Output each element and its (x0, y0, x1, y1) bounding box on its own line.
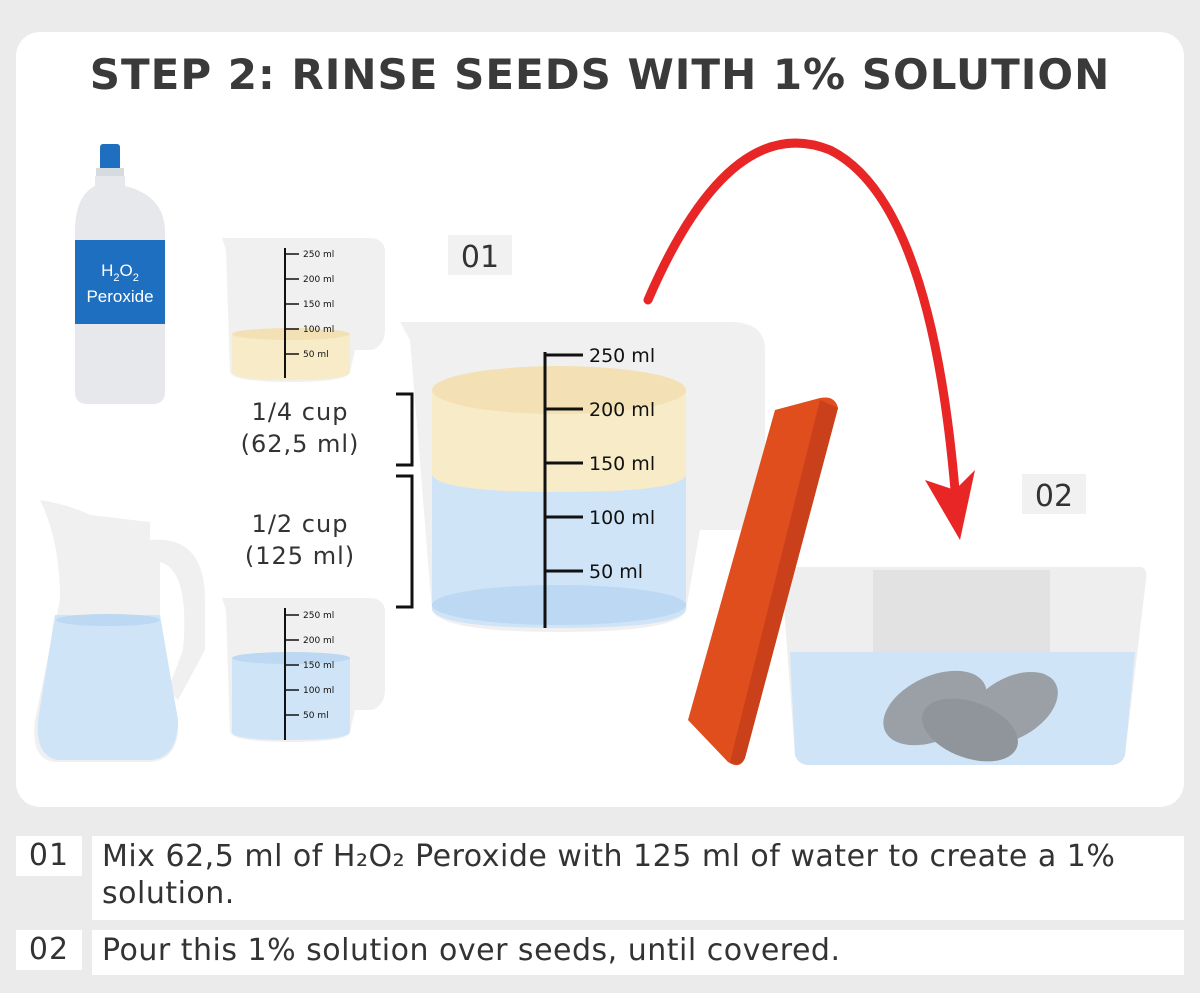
peroxide-bottle: H2O2 Peroxide (75, 144, 165, 404)
marker-01: 01 (448, 235, 512, 275)
water-pitcher (34, 500, 205, 762)
tick-label: 50 ml (303, 350, 329, 360)
tick-label: 100 ml (303, 325, 334, 335)
tick-label: 250 ml (303, 250, 334, 260)
tick-label: 100 ml (303, 686, 334, 696)
bottle-name: Peroxide (86, 287, 153, 306)
step-number: 02 (16, 930, 82, 970)
marker-02: 02 (1022, 474, 1086, 514)
bottle-label (75, 240, 165, 324)
tick-label: 150 ml (589, 453, 655, 475)
seed-container (781, 567, 1146, 773)
quarter-cup-bracket (396, 394, 412, 465)
half-cup-bracket (396, 476, 412, 607)
small-measuring-cup-peroxide: 250 ml 200 ml 150 ml 100 ml 50 ml (222, 238, 385, 382)
tick-label: 150 ml (303, 300, 334, 310)
tick-label: 200 ml (303, 636, 334, 646)
tick-label: 100 ml (589, 507, 655, 529)
step-number: 01 (16, 836, 82, 876)
svg-text:02: 02 (1035, 479, 1073, 514)
half-cup-ml: (125 ml) (245, 542, 355, 570)
tick-label: 150 ml (303, 661, 334, 671)
svg-text:01: 01 (461, 240, 499, 275)
tick-label: 250 ml (303, 611, 334, 621)
tick-label: 200 ml (589, 399, 655, 421)
half-cup-label: 1/2 cup (252, 510, 349, 538)
quarter-cup-ml: (62,5 ml) (241, 430, 360, 458)
step-text: Pour this 1% solution over seeds, until … (92, 930, 1184, 975)
tick-label: 50 ml (589, 561, 643, 583)
step-text: Mix 62,5 ml of H₂O₂ Peroxide with 125 ml… (92, 836, 1184, 920)
large-measuring-cup: 250 ml 200 ml 150 ml 100 ml 50 ml (400, 322, 765, 632)
tick-label: 250 ml (589, 345, 655, 367)
tick-label: 200 ml (303, 275, 334, 285)
tick-label: 50 ml (303, 711, 329, 721)
small-measuring-cup-water: 250 ml 200 ml 150 ml 100 ml 50 ml (222, 598, 385, 742)
quarter-cup-label: 1/4 cup (252, 398, 349, 426)
